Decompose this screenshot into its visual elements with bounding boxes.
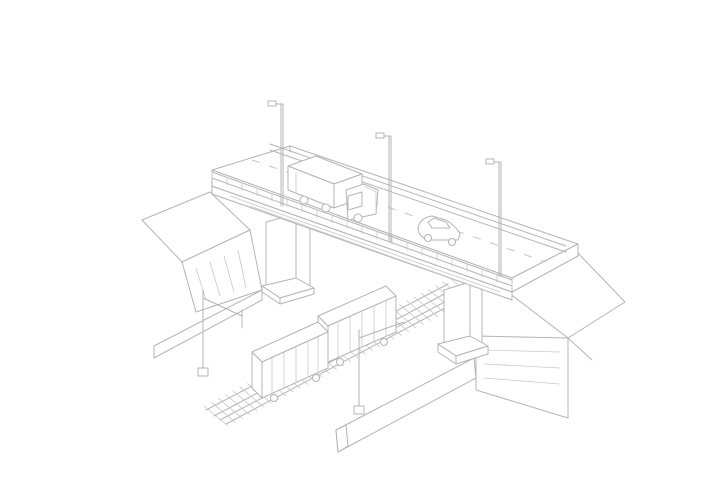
left-embankment	[141, 191, 263, 313]
track-sleeper	[218, 398, 243, 419]
track-sleeper	[399, 304, 424, 325]
track-sleeper	[225, 394, 250, 416]
right-retaining-structure	[475, 335, 569, 419]
track-sleeper	[210, 401, 236, 423]
catenary-pole-left	[197, 289, 243, 377]
truck	[287, 155, 379, 223]
freight-wagon-rear	[317, 285, 397, 366]
street-lamp-2	[375, 132, 392, 243]
track-sleeper	[239, 386, 265, 408]
freight-wagon-front	[251, 321, 329, 402]
track-sleeper	[232, 390, 258, 412]
street-lamp-3	[485, 158, 502, 277]
track-sleeper	[413, 296, 439, 318]
track-sleeper	[420, 292, 446, 314]
track-sleeper	[203, 405, 229, 427]
catenary-pole-right	[353, 321, 405, 415]
bridge-guardrail-front	[211, 171, 513, 288]
car	[417, 215, 461, 246]
track-sleeper	[406, 300, 431, 321]
bridge-pier-right	[437, 281, 489, 365]
guardrail-posts	[211, 172, 513, 288]
front-wall	[335, 335, 477, 453]
street-lamp-1	[267, 100, 284, 207]
bridge-pier-left	[261, 213, 315, 305]
